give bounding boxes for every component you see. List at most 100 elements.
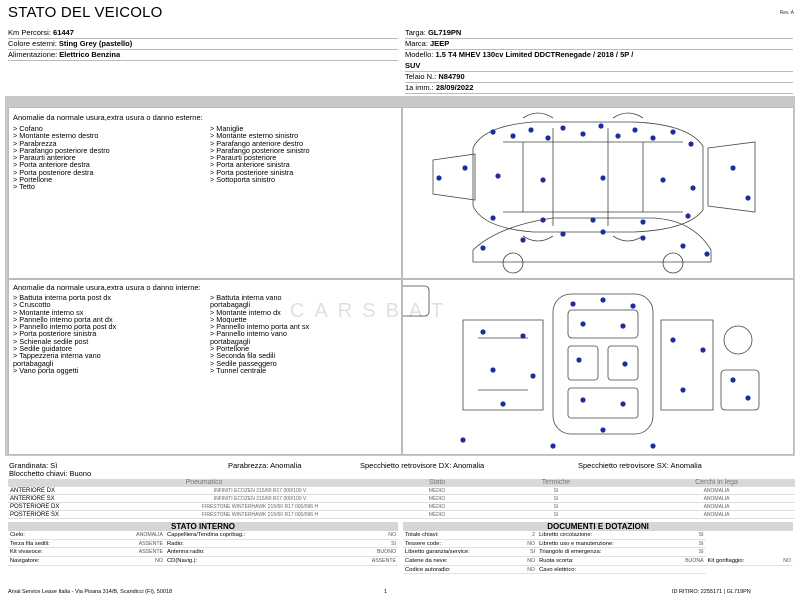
esterni-heading: Anomalie da normale usura,extra usura o … <box>13 113 203 122</box>
tyre-description: INFINITI ECOZEN 215/60 R17 000/100 V <box>213 487 307 494</box>
damage-marker <box>600 229 606 235</box>
damage-marker <box>576 357 582 363</box>
kv-value: SI <box>668 539 706 549</box>
stato-interno-title: STATO INTERNO <box>8 522 398 531</box>
kv-key: Catene da neve: <box>403 556 518 566</box>
kv-key: Kit gonfiaggio: <box>705 556 774 566</box>
kv-value: NO <box>517 556 538 566</box>
damage-item: > Seconda fila sedili <box>210 351 276 361</box>
damage-marker <box>745 395 751 401</box>
damage-item: > Montante esterno destro <box>13 131 99 141</box>
tyre-cerchi: ANOMALIA <box>638 494 795 503</box>
damage-item: > Cruscotto <box>13 300 51 310</box>
footer-address: Arval Service Lease Italia - Via Pisana … <box>8 589 173 595</box>
kv-key: Libretto uso e manutenzione: <box>537 539 669 549</box>
damage-item: > Parafango posteriore destro <box>13 145 110 155</box>
damage-marker <box>530 373 536 379</box>
tyre-row: ANTERIORE DX INFINITI ECOZEN 215/60 R17 0… <box>8 486 795 495</box>
kv-key: Cielo: <box>8 531 100 540</box>
kv-value: SI <box>668 547 706 558</box>
damage-marker <box>560 231 566 237</box>
tyre-pneumatico-cell: ANTERIORE DX INFINITI ECOZEN 215/60 R17 0… <box>8 486 400 495</box>
modello-row: Modello: 1.5 T4 MHEV 130cv Limited DDCTR… <box>405 50 634 59</box>
damage-marker <box>600 427 606 433</box>
kv-key: Kit vivavoce: <box>8 547 100 558</box>
kv-value: ANOMALIA <box>100 531 165 540</box>
tyre-cerchi: ANOMALIA <box>638 486 795 495</box>
damage-marker <box>490 215 496 221</box>
kv-key: Triangolo di emergenza: <box>537 547 669 558</box>
pneumatico-header: Pneumatico <box>8 479 400 487</box>
damage-marker <box>510 133 516 139</box>
cerchi-header: Cerchi in lega <box>638 479 795 487</box>
damage-marker <box>520 237 526 243</box>
damage-item: > Pannello interno porta ant dx <box>13 314 113 324</box>
damage-item: > Pannello interno porta post dx <box>13 322 117 332</box>
damage-marker <box>600 175 606 181</box>
damage-marker <box>688 141 694 147</box>
damage-item: > Portellone <box>13 175 53 185</box>
kv-value: ASSENTE <box>100 547 165 558</box>
kv-value <box>668 565 706 575</box>
tyre-cerchi: ANOMALIA <box>638 510 795 519</box>
interni-diagram-panel <box>392 279 794 455</box>
tyre-position: POSTERIORE DX <box>10 503 60 510</box>
damage-marker <box>490 129 496 135</box>
exterior-car-diagram <box>432 112 756 274</box>
damage-item: > Porta posteriore destra <box>13 167 94 177</box>
grandinata-label: Grandinata: Sì <box>9 461 58 470</box>
kv-value: NO <box>773 556 793 566</box>
damage-item: > Schienale sedile post <box>13 336 89 346</box>
marca-row: Marca: JEEP <box>405 38 793 50</box>
damage-marker <box>590 217 596 223</box>
damage-item: > Porta posteriore sinistra <box>210 167 294 177</box>
kv-key: Navigatore: <box>8 556 100 566</box>
damage-item: portabagagli <box>210 336 251 346</box>
kv-key: Terza fila sedili: <box>8 539 100 549</box>
damage-item: > Paraurti posteriore <box>210 153 277 163</box>
tyre-cerchi: ANOMALIA <box>638 502 795 511</box>
damage-marker <box>550 443 556 449</box>
damage-marker <box>436 175 442 181</box>
damage-marker <box>704 251 710 257</box>
revision-label: Rev. A <box>779 10 794 16</box>
damage-item: > Paraurti anteriore <box>13 153 76 163</box>
tyre-termiche: SI <box>474 502 638 511</box>
termiche-header: Termiche <box>474 479 638 487</box>
damage-marker <box>680 387 686 393</box>
damage-marker <box>500 401 506 407</box>
kv-key: Ruota scorta: <box>537 556 669 566</box>
kv-value: ASSENTE <box>338 556 398 566</box>
kv-value: SI <box>668 531 706 540</box>
tyre-termiche: SI <box>474 510 638 519</box>
parabrezza-label: Parabrezza: Anomalia <box>228 461 302 470</box>
damage-item: > Portellone <box>210 344 250 354</box>
km-row: Km Percorsi: 61447 <box>8 27 398 39</box>
tyre-description: INFINITI ECOZEN 215/60 R17 000/100 V <box>213 495 307 502</box>
damage-marker <box>540 177 546 183</box>
tyre-description: FIRESTONE WINTERHAWK 215/60 R17 000/096 … <box>201 503 319 510</box>
damage-item: > Parafango posteriore sinistro <box>210 145 310 155</box>
damage-item: > Vano porta oggetti <box>13 365 79 375</box>
footer-page-number: 1 <box>384 589 388 595</box>
esterni-diagram-panel <box>402 107 794 279</box>
damage-marker <box>660 177 666 183</box>
telaio-row: Telaio N.: N84790 <box>405 71 793 83</box>
damage-marker <box>520 333 526 339</box>
damage-marker <box>480 329 486 335</box>
tyre-position: ANTERIORE DX <box>10 487 56 494</box>
interni-list-panel: Anomalie da normale usura,extra usura o … <box>8 279 402 455</box>
tyre-position: POSTERIORE SX <box>10 511 60 518</box>
kv-value: NO <box>338 531 398 540</box>
